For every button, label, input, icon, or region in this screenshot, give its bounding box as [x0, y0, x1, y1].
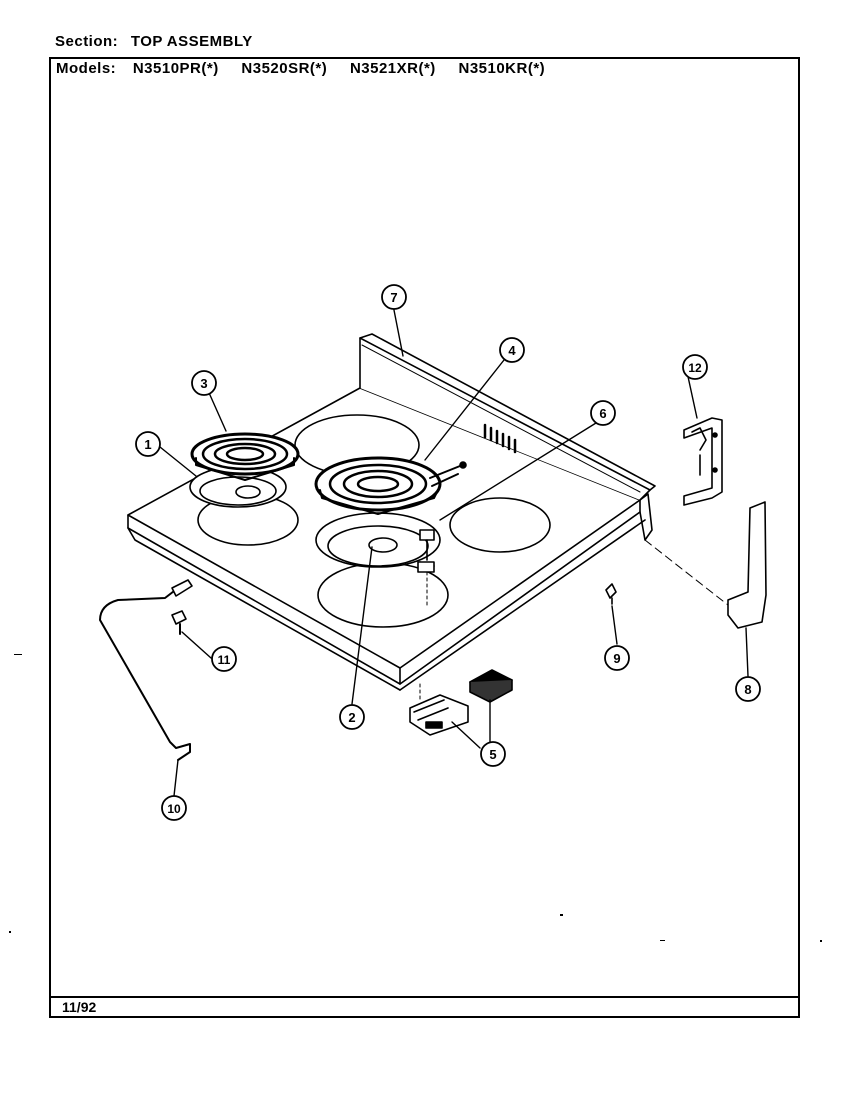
section-title: TOP ASSEMBLY	[130, 33, 253, 50]
surface-element-large	[314, 456, 467, 515]
end-trim	[644, 501, 767, 629]
surface-element-small	[190, 432, 300, 481]
models-header: Models: N3510PR(*) N3520SR(*) N3521XR(*)…	[56, 60, 563, 77]
callout-8: 8	[744, 682, 751, 697]
element-receptacle	[417, 529, 435, 609]
model-number: N3520SR(*)	[241, 60, 328, 77]
callout-1: 1	[144, 437, 151, 452]
callout-balloons	[135, 284, 761, 821]
diagram-frame	[49, 57, 800, 1018]
revision-date: 11/92	[62, 999, 97, 1015]
wire-harness	[99, 579, 193, 761]
models-label: Models:	[56, 60, 117, 77]
callout-11: 11	[218, 653, 231, 667]
callout-12: 12	[688, 361, 702, 375]
model-number: N3510PR(*)	[132, 60, 219, 77]
callout-5: 5	[489, 747, 496, 762]
callout-4: 4	[508, 343, 516, 358]
callout-7: 7	[390, 290, 397, 305]
section-label: Section:	[55, 33, 119, 50]
callout-10: 10	[167, 802, 181, 816]
infinite-switch	[409, 669, 513, 736]
callout-3: 3	[200, 376, 207, 391]
hinge-bracket	[683, 417, 723, 506]
scan-specks	[9, 654, 822, 942]
screw-mount	[171, 610, 187, 635]
callout-9: 9	[613, 651, 620, 666]
leader-lines	[159, 304, 749, 797]
callout-6: 6	[599, 406, 606, 421]
footer-divider	[49, 996, 800, 998]
model-number: N3510KR(*)	[458, 60, 546, 77]
section-header: Section: TOP ASSEMBLY	[55, 33, 253, 50]
callout-2: 2	[348, 710, 355, 725]
screw-small	[605, 583, 617, 605]
model-number: N3521XR(*)	[349, 60, 436, 77]
